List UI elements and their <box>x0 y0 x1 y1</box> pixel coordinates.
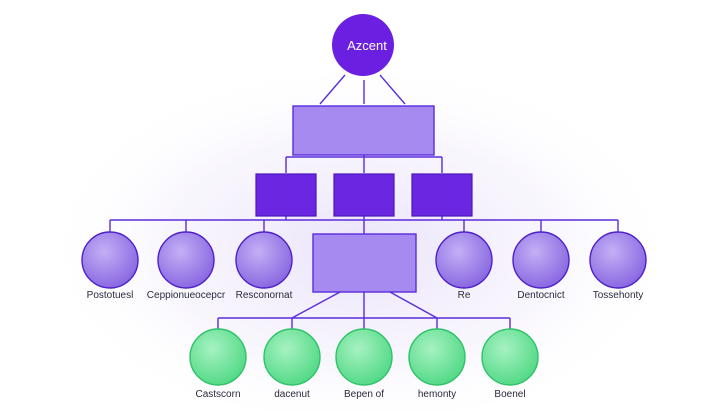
root-label: Azcent <box>347 38 387 53</box>
green-label-2: dacenut <box>274 389 310 400</box>
green-circle-5 <box>481 328 539 386</box>
root-node <box>332 14 394 76</box>
purple-label-2: Ceppionueocepcr <box>146 290 226 301</box>
purple-circle-1 <box>81 231 139 289</box>
green-circle-3 <box>335 328 393 386</box>
dark-rect-mid <box>333 173 395 217</box>
background-glow <box>40 40 680 411</box>
purple-label-3: Resconornat <box>235 290 293 301</box>
center-rect-node <box>312 233 417 293</box>
dark-rect-right <box>411 173 473 217</box>
edge-center-diag-right <box>389 291 438 319</box>
green-circle-4 <box>408 328 466 386</box>
green-circle-1 <box>189 328 247 386</box>
purple-circle-2 <box>157 231 215 289</box>
dark-rect-left <box>255 173 317 217</box>
edge-root-top-right <box>379 74 406 105</box>
green-label-1: Castscorn <box>195 389 241 400</box>
edge-root-top-left <box>319 74 346 105</box>
green-circle-2 <box>263 328 321 386</box>
purple-label-5: Dentocnict <box>517 290 565 301</box>
purple-circle-6 <box>589 231 647 289</box>
connector-lines <box>109 74 619 330</box>
green-label-5: Boenel <box>494 389 526 400</box>
purple-circle-5 <box>512 231 570 289</box>
edge-center-diag-left <box>291 291 341 319</box>
green-label-4: hemonty <box>417 389 457 400</box>
purple-circle-4 <box>435 231 493 289</box>
purple-label-4: Re <box>457 290 471 301</box>
purple-circle-3 <box>235 231 293 289</box>
green-label-3: Bepen of <box>343 389 385 400</box>
purple-label-1: Postotuesl <box>86 290 134 301</box>
top-rect-node <box>292 105 435 156</box>
purple-label-6: Tossehonty <box>592 290 644 301</box>
